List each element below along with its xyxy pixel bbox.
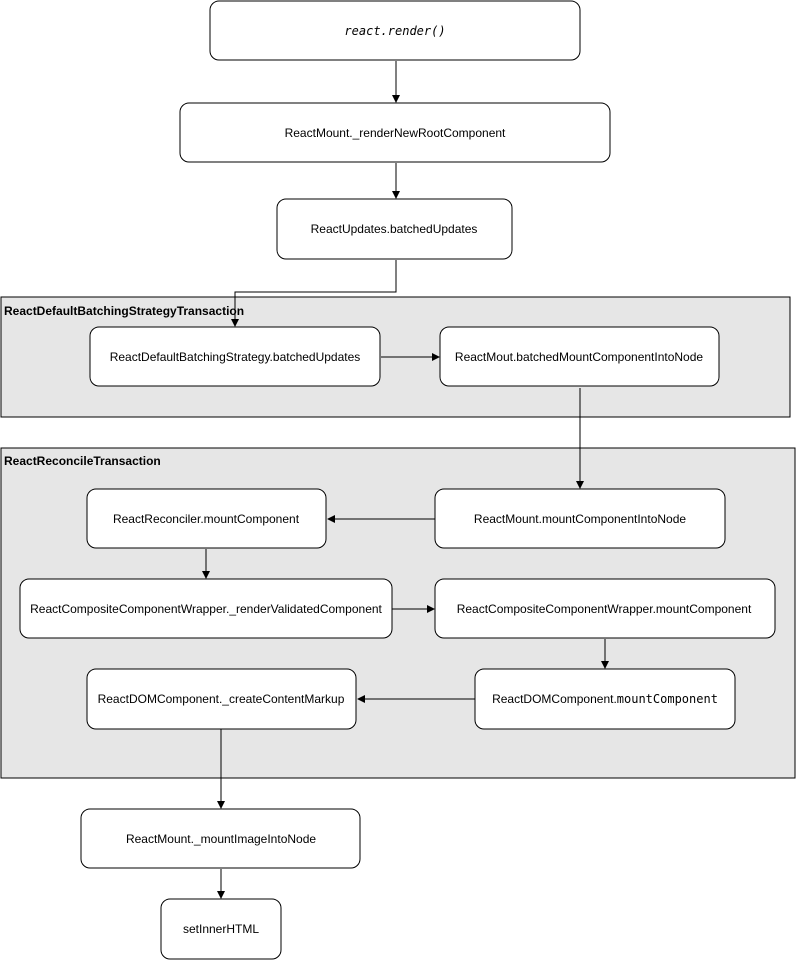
node-react-render: react.render() <box>209 0 581 61</box>
node-dom-mount-suffix: mountComponent <box>617 692 718 706</box>
node-render-new-root: ReactMount._renderNewRootComponent <box>179 102 611 163</box>
node-batched-mount-label: ReactMout.batchedMountComponentIntoNode <box>455 350 703 364</box>
node-set-inner-html-label: setInnerHTML <box>183 922 259 936</box>
node-dom-mount-prefix: ReactDOMComponent. <box>492 692 617 706</box>
group-reconcile-title: ReactReconcileTransaction <box>4 454 161 468</box>
node-default-batching-label: ReactDefaultBatchingStrategy.batchedUpda… <box>110 350 361 364</box>
node-reconciler-mount-label: ReactReconciler.mountComponent <box>113 512 300 526</box>
node-create-content-markup-label: ReactDOMComponent._createContentMarkup <box>98 692 345 706</box>
node-composite-mount: ReactCompositeComponentWrapper.mountComp… <box>434 578 776 639</box>
node-batched-updates: ReactUpdates.batchedUpdates <box>276 198 513 260</box>
node-batched-mount: ReactMout.batchedMountComponentIntoNode <box>439 326 720 387</box>
node-dom-mount-label: ReactDOMComponent.mountComponent <box>492 692 718 706</box>
node-composite-mount-label: ReactCompositeComponentWrapper.mountComp… <box>457 602 752 616</box>
node-render-validated: ReactCompositeComponentWrapper._renderVa… <box>19 578 393 639</box>
node-dom-mount: ReactDOMComponent.mountComponent <box>474 668 736 730</box>
group-batching-title: ReactDefaultBatchingStrategyTransaction <box>4 304 244 318</box>
node-set-inner-html: setInnerHTML <box>160 898 282 960</box>
node-default-batching: ReactDefaultBatchingStrategy.batchedUpda… <box>89 326 381 387</box>
node-react-render-label: react.render() <box>344 24 445 38</box>
node-mount-image: ReactMount._mountImageIntoNode <box>80 808 361 869</box>
node-mount-image-label: ReactMount._mountImageIntoNode <box>126 832 316 846</box>
node-render-validated-label: ReactCompositeComponentWrapper._renderVa… <box>30 602 382 616</box>
node-reconciler-mount: ReactReconciler.mountComponent <box>86 488 327 549</box>
node-mount-into-node: ReactMount.mountComponentIntoNode <box>434 488 726 549</box>
edge-batchedupdates-to-default <box>231 260 397 327</box>
node-batched-updates-label: ReactUpdates.batchedUpdates <box>311 222 478 236</box>
node-create-content-markup: ReactDOMComponent._createContentMarkup <box>86 668 357 730</box>
node-render-new-root-label: ReactMount._renderNewRootComponent <box>285 126 506 140</box>
node-mount-into-node-label: ReactMount.mountComponentIntoNode <box>474 512 686 526</box>
